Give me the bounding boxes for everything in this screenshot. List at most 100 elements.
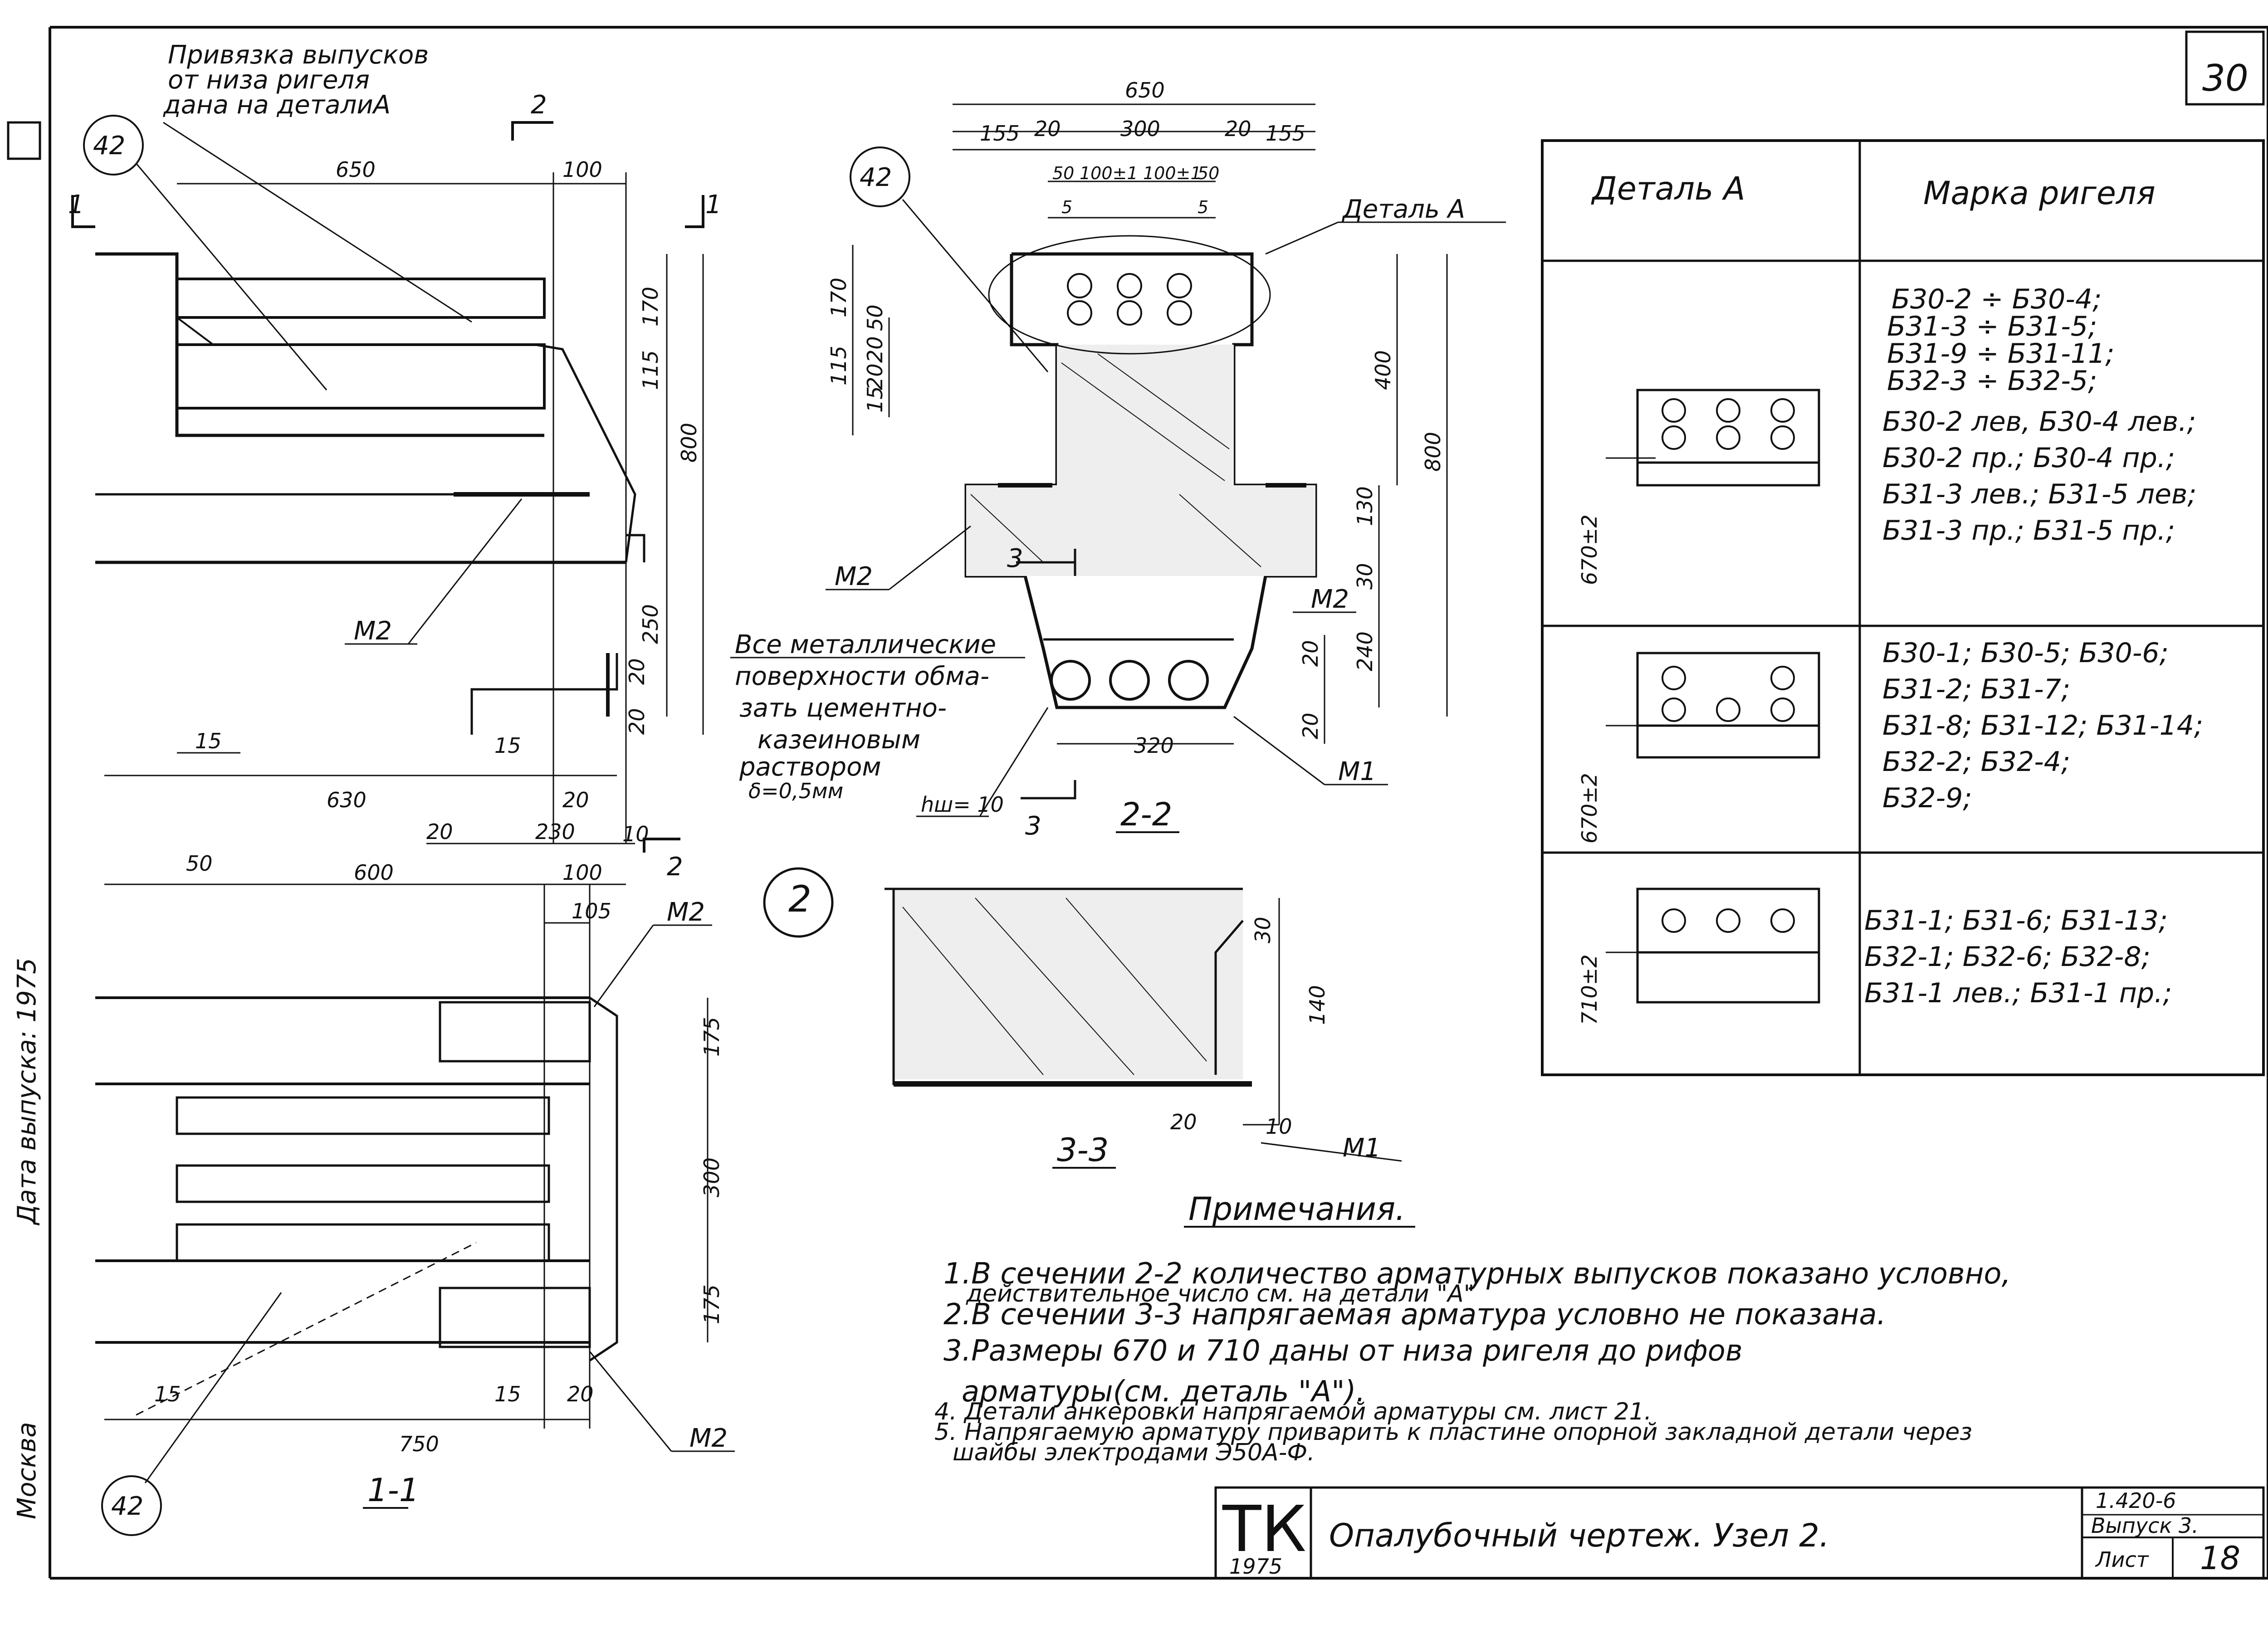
s22-dim-20-a: 20 (863, 336, 887, 363)
view-1-1-dim-15-left: 15 (195, 729, 222, 753)
section-2-2-item-42: 42 (860, 163, 892, 192)
s22-dim-650: 650 (1125, 78, 1165, 102)
row1-mark-8: Б31-3 пр.; Б31-5 пр.; (1882, 515, 2175, 546)
row3-dim: 710±2 (1577, 954, 1602, 1025)
plan-dim-600: 600 (354, 860, 394, 885)
plan-m2-label-top: М2 (667, 897, 705, 927)
plan-dim-20: 20 (567, 1382, 594, 1406)
item-42-label-top: 42 (93, 131, 125, 161)
row2-mark-2: Б31-2; Б31-7; (1882, 673, 2070, 705)
s33-dim-140: 140 (1305, 985, 1330, 1025)
view-1-1-dim-15-mid: 15 (494, 733, 521, 758)
title-block-sheet-number: 18 (2200, 1540, 2240, 1577)
view-1-1-dim-20a: 20 (625, 658, 649, 685)
margin-city: Москва (12, 1422, 42, 1519)
view-1-1-dim-20-upper: 20 (562, 788, 589, 812)
s22-dim-170: 170 (826, 278, 851, 317)
page-number: 30 (2202, 57, 2248, 99)
detail-table-grid (1541, 139, 2265, 1076)
view-1-1-section-mark-right: 1 (705, 190, 722, 219)
row1-mark-2: Б31-3 ÷ Б31-5; (1887, 311, 2097, 342)
note-2: 2.В сечении 3-3 напрягаемая арматура усл… (943, 1298, 1886, 1332)
note-5-cont: шайбы электродами Э50А-Ф. (953, 1439, 1315, 1466)
view-1-1-drawing (71, 115, 704, 853)
s22-m2-left: М2 (835, 562, 873, 591)
s33-dim-10: 10 (1266, 1114, 1292, 1139)
s22-dim-100-right: 100±1 (1143, 163, 1202, 183)
plan-dim-15-right: 15 (494, 1382, 521, 1406)
s33-title: 3-3 (1057, 1132, 1109, 1169)
s22-dim-400: 400 (1371, 350, 1395, 390)
row3-mark-3: Б31-1 лев.; Б31-1 пр.; (1864, 977, 2172, 1009)
s22-dim-50-right: 50 (1198, 163, 1219, 183)
annotation-line-3: дана на деталиА (163, 90, 391, 120)
view-1-1-dim-250: 250 (638, 604, 663, 644)
title-block-doc-code: 1.420-6 (2096, 1488, 2176, 1513)
row1-mark-3: Б31-9 ÷ Б31-11; (1887, 338, 2114, 370)
s22-note-line-3: зать цементно- (739, 693, 947, 723)
s22-dim-5-left: 5 (1061, 197, 1072, 217)
view-1-1-section-2-mark-lower: 2 (667, 852, 683, 882)
row1-mark-5: Б30-2 лев, Б30-4 лев.; (1882, 406, 2196, 438)
s22-m1-label: М1 (1338, 757, 1376, 786)
row2-mark-5: Б32-9; (1882, 782, 1972, 814)
s22-hw: hш= 10 (921, 792, 1004, 817)
item-42-label-bottom: 42 (111, 1492, 143, 1521)
row2-mark-3: Б31-8; Б31-12; Б31-14; (1882, 710, 2203, 741)
s22-dim-50: 50 (863, 304, 887, 331)
s22-dim-300: 300 (1120, 117, 1160, 141)
s22-dim-320: 320 (1134, 733, 1174, 758)
s22-dim-20-left: 20 (1034, 117, 1061, 141)
s22-section-mark-top: 3 (1007, 544, 1023, 573)
detail-a-label: Деталь А (1341, 195, 1465, 224)
table-header-detail: Деталь А (1591, 170, 1745, 207)
s22-dim-100-left: 100±1 (1080, 163, 1138, 183)
s22-note-line-4: казеиновым (758, 725, 920, 755)
title-block-logo: ТК (1222, 1493, 1306, 1566)
plan-dim-15-left: 15 (154, 1382, 181, 1406)
s33-dim-30: 30 (1251, 917, 1275, 943)
s22-section-mark-bottom: 3 (1025, 811, 1041, 841)
plan-dim-105: 105 (572, 899, 611, 923)
view-1-1-title: 1-1 (367, 1472, 419, 1509)
row3-mark-2: Б32-1; Б32-6; Б32-8; (1864, 941, 2151, 973)
title-block-grid (1214, 1486, 2265, 1580)
plan-dim-175-bottom: 175 (699, 1284, 724, 1324)
row1-mark-7: Б31-3 лев.; Б31-5 лев; (1882, 478, 2197, 510)
view-1-1-section-2-mark: 2 (531, 90, 547, 120)
s22-dim-20-b: 20 (863, 363, 887, 390)
title-block-title: Опалубочный чертеж. Узел 2. (1329, 1517, 1829, 1554)
section-2-2-drawing (852, 131, 1448, 800)
s33-dim-20: 20 (1170, 1110, 1197, 1134)
s22-dim-20-c: 20 (1298, 640, 1323, 667)
note-3: 3.Размеры 670 и 710 даны от низа ригеля … (943, 1334, 1743, 1368)
row2-mark-4: Б32-2; Б32-4; (1882, 746, 2070, 778)
s22-m2-right: М2 (1311, 585, 1349, 614)
s22-dim-20-right: 20 (1225, 117, 1251, 141)
s22-note-line-5: раствором (739, 752, 881, 782)
title-block-sheet-label: Лист (2095, 1547, 2149, 1572)
s22-dim-50-left: 50 (1052, 163, 1074, 183)
s22-dim-30: 30 (1353, 563, 1377, 590)
row2-mark-1: Б30-1; Б30-5; Б30-6; (1882, 637, 2169, 669)
plan-dim-100: 100 (562, 860, 602, 885)
s22-dim-115: 115 (826, 346, 851, 385)
note-1: 1.В сечении 2-2 количество арматурных вы… (943, 1257, 2011, 1291)
plan-dim-300: 300 (699, 1157, 724, 1197)
s22-dim-155-right: 155 (1266, 121, 1305, 146)
annotation-line-1: Привязка выпусков (168, 40, 429, 70)
view-1-1-dim-10: 10 (622, 822, 649, 846)
s22-dim-20-d: 20 (1298, 712, 1323, 739)
view-1-1-m2-label: М2 (354, 616, 392, 646)
node-2-label: 2 (788, 878, 811, 920)
plan-view-drawing (95, 883, 709, 1536)
row2-dim: 670±2 (1577, 773, 1602, 844)
view-1-1-section-mark-left: 1 (68, 190, 84, 219)
row1-mark-4: Б32-3 ÷ Б32-5; (1887, 365, 2097, 397)
row3-mark-1: Б31-1; Б31-6; Б31-13; (1864, 905, 2168, 937)
title-block-issue: Выпуск 3. (2091, 1513, 2199, 1538)
view-1-1-dim-630: 630 (327, 788, 367, 812)
s22-dim-240: 240 (1353, 631, 1377, 671)
s22-dim-130: 130 (1353, 486, 1377, 526)
